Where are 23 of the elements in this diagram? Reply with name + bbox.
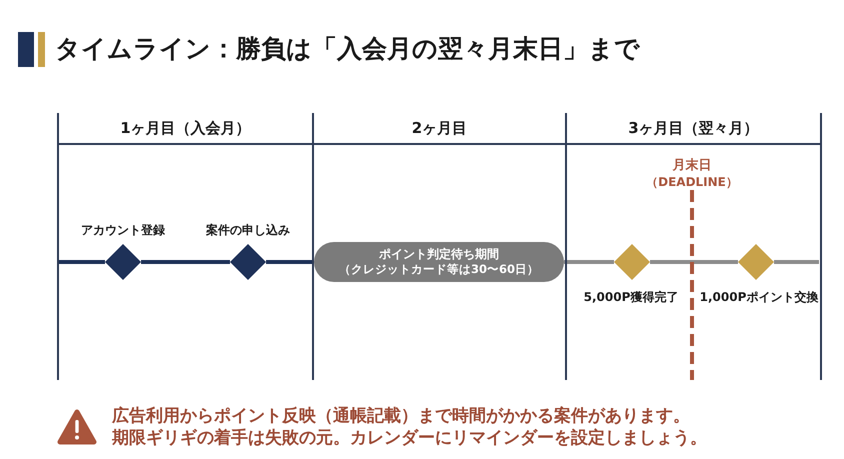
milestone-label: 案件の申し込み	[206, 222, 290, 238]
column-header: 3ヶ月目（翌々月）	[627, 118, 760, 139]
timeline-line	[266, 260, 314, 264]
period-note: （クレジットカード等は30〜60日）	[338, 262, 539, 277]
deadline-note: （DEADLINE）	[646, 174, 738, 190]
deadline-line	[690, 190, 694, 380]
column-header: 2ヶ月目	[410, 118, 468, 139]
warning-text: 期限ギリギの着手は失敗の元。カレンダーにリマインダーを設定しましょう。	[112, 427, 707, 449]
timeline-line	[59, 260, 105, 264]
month-column	[312, 113, 565, 380]
period-title: ポイント判定待ち期間	[379, 247, 499, 262]
deadline-label: 月末日	[672, 158, 712, 174]
milestone-label: 1,000Pポイント交換	[700, 289, 818, 305]
column-header: 1ヶ月目（入会月）	[119, 118, 252, 139]
milestone-label: 5,000P獲得完了	[584, 289, 678, 305]
timeline-line	[141, 260, 230, 264]
page-title: タイムライン：勝負は「入会月の翌々月末日」まで	[55, 33, 640, 65]
timeline-line	[650, 260, 738, 264]
timeline-line	[564, 260, 614, 264]
milestone-label: アカウント登録	[81, 222, 165, 238]
waiting-period-bar	[314, 242, 564, 282]
warning-text: 広告利用からポイント反映（通帳記載）まで時間がかかる案件があります。	[112, 405, 690, 427]
timeline-line	[774, 260, 819, 264]
